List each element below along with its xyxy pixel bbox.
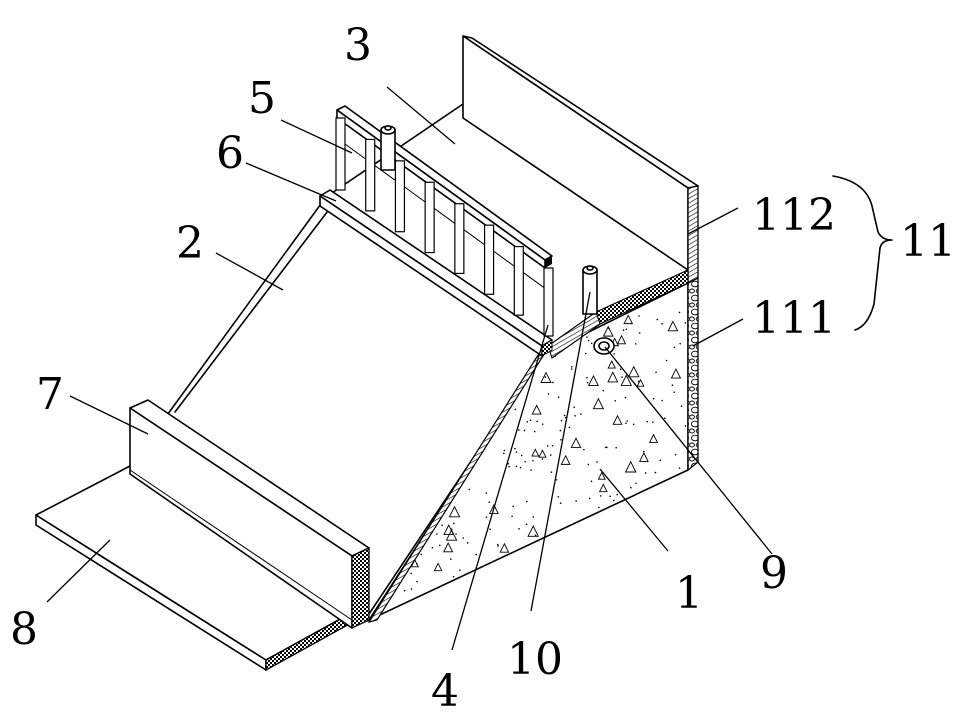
railing-post — [514, 247, 523, 316]
gravel-layer — [688, 278, 698, 470]
railing-post — [544, 268, 553, 336]
label-6: 6 — [216, 128, 244, 179]
railing-post — [366, 139, 375, 210]
label-1: 1 — [675, 568, 703, 619]
railing-post — [455, 204, 464, 274]
label-11: 11 — [900, 216, 956, 267]
label-2: 2 — [176, 218, 204, 269]
label-9: 9 — [760, 548, 788, 599]
drain-hole — [594, 338, 614, 354]
railing-post — [395, 161, 404, 232]
label-7: 7 — [36, 369, 64, 420]
group-brace — [833, 176, 892, 330]
label-3: 3 — [344, 20, 372, 71]
railing-post — [336, 118, 345, 190]
label-10: 10 — [507, 634, 563, 685]
railing-post — [425, 182, 434, 252]
label-5: 5 — [248, 73, 276, 124]
label-8: 8 — [10, 604, 38, 655]
railing-bar — [345, 144, 367, 160]
label-4: 4 — [431, 666, 459, 717]
label-112: 112 — [752, 190, 836, 241]
label-111: 111 — [752, 293, 836, 344]
railing-post — [485, 225, 494, 294]
